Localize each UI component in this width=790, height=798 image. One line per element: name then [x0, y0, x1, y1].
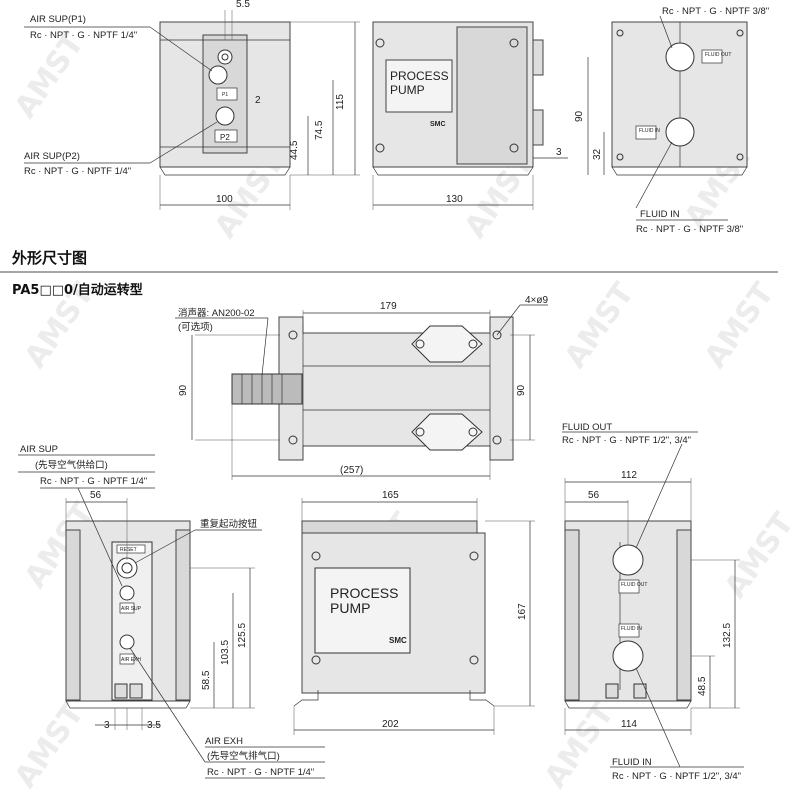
- fluid-in-label: FLUID IN: [640, 209, 680, 220]
- top-front-view: P1 P2 100 5.5 2 115 74.5 44.5: [159, 0, 360, 210]
- dim-112: 112: [621, 470, 637, 481]
- dim-2: 2: [255, 95, 261, 106]
- reset-tag: RESET: [120, 547, 137, 553]
- dim-115: 115: [335, 94, 346, 110]
- dim-56-right: 56: [588, 490, 600, 501]
- dim-132-5: 132.5: [722, 623, 733, 648]
- air-sup-p2-spec: Rc · NPT · G · NPTF 1/4": [24, 166, 131, 177]
- bottom-side-view: PROCESS PUMP SMC 165 167 202: [293, 490, 535, 735]
- air-sup-p2-label: AIR SUP(P2): [24, 151, 80, 162]
- air-sup-label: AIR SUP: [20, 444, 58, 455]
- model-subtitle: PA5□□0/自动运转型: [12, 282, 143, 298]
- dim-100: 100: [216, 194, 233, 205]
- right-fluid-in-spec: Rc · NPT · G · NPTF 1/2", 3/4": [612, 771, 741, 782]
- dim-3: 3: [556, 147, 562, 158]
- dim-202: 202: [382, 719, 399, 730]
- silencer-option: (可选项): [178, 321, 213, 333]
- right-fluid-in-label: FLUID IN: [612, 757, 652, 768]
- dim-3-5: 3.5: [147, 720, 161, 731]
- air-sup-callout: AIR SUP (先导空气供给口) Rc · NPT · G · NPTF 1/…: [18, 444, 155, 587]
- dim-58-5: 58.5: [201, 670, 212, 690]
- dim-holes: 4×ø9: [525, 295, 549, 306]
- section-title: 外形尺寸图: [11, 249, 87, 267]
- port-p2-label: P2: [220, 133, 230, 142]
- silencer-label: 消声器: AN200-02: [178, 307, 255, 319]
- watermark-text: AMST: [558, 276, 642, 374]
- reset-button-callout: 重复起动按钮: [134, 518, 262, 564]
- dim-3: 3: [104, 720, 110, 731]
- dim-32: 32: [592, 148, 603, 160]
- watermark-text: AMST: [718, 506, 790, 604]
- side-process-line1: PROCESS: [330, 585, 398, 601]
- watermark-text: AMST: [8, 696, 92, 794]
- side-smc-logo: SMC: [389, 636, 407, 645]
- dim-56: 56: [90, 490, 102, 501]
- fluid-out-spec: Rc · NPT · G · NPTF 3/8": [662, 6, 769, 17]
- fluid-in-tag: FLUID IN: [639, 128, 660, 134]
- air-exh-label: AIR EXH: [205, 736, 243, 747]
- process-pump-line2: PUMP: [390, 83, 425, 97]
- dim-179: 179: [380, 301, 397, 312]
- air-sup-tag: AIR SUP: [121, 606, 142, 612]
- watermark-text: AMST: [538, 696, 622, 794]
- air-exh-tag: AIR EXH: [121, 657, 141, 663]
- top-rear-view: FLUID OUT FLUID IN 90 32 Rc · NPT · G · …: [574, 6, 769, 235]
- right-fluid-out-label: FLUID OUT: [562, 422, 612, 433]
- dim-90-right: 90: [516, 384, 527, 396]
- dim-114: 114: [621, 719, 637, 730]
- right-fluid-out-spec: Rc · NPT · G · NPTF 1/2", 3/4": [562, 435, 691, 446]
- side-process-line2: PUMP: [330, 600, 370, 616]
- port-p1-label: P1: [222, 92, 228, 98]
- reset-button-label: 重复起动按钮: [200, 518, 258, 530]
- right-fluid-out-callout: FLUID OUT Rc · NPT · G · NPTF 1/2", 3/4": [562, 422, 698, 549]
- air-sup-spec: Rc · NPT · G · NPTF 1/4": [40, 476, 147, 487]
- dim-90: 90: [574, 110, 585, 122]
- air-exh-cn: (先导空气排气口): [207, 750, 280, 762]
- dim-44-5: 44.5: [289, 140, 300, 160]
- air-sup-p1-callout: AIR SUP(P1) Rc · NPT · G · NPTF 1/4": [24, 14, 213, 72]
- dim-103-5: 103.5: [220, 640, 231, 665]
- dim-165: 165: [382, 490, 399, 501]
- top-side-view: PROCESS PUMP SMC 130 3: [372, 21, 568, 210]
- air-sup-p1-label: AIR SUP(P1): [30, 14, 86, 25]
- air-exh-spec: Rc · NPT · G · NPTF 1/4": [207, 767, 314, 778]
- dim-167: 167: [517, 603, 528, 620]
- dim-130: 130: [446, 194, 463, 205]
- bottom-rear-view: FLUID OUT FLUID IN 112 56 132.5 48.5 114: [564, 470, 740, 735]
- air-sup-cn: (先导空气供给口): [35, 459, 108, 471]
- watermark-text: AMST: [698, 276, 782, 374]
- bottom-front-view: RESET AIR SUP AIR EXH 56 125.5 103.5 58.…: [65, 490, 255, 731]
- dim-125-5: 125.5: [237, 623, 248, 648]
- dim-48-5: 48.5: [697, 676, 708, 696]
- smc-logo: SMC: [430, 121, 446, 128]
- air-sup-p2-callout: AIR SUP(P2) Rc · NPT · G · NPTF 1/4": [24, 121, 218, 177]
- section-header: 外形尺寸图 PA5□□0/自动运转型: [0, 249, 778, 298]
- fluid-out-tag: FLUID OUT: [705, 52, 731, 58]
- air-exh-callout: AIR EXH (先导空气排气口) Rc · NPT · G · NPTF 1/…: [129, 647, 325, 779]
- dim-5-5: 5.5: [236, 0, 250, 10]
- right-fluid-in-tag: FLUID IN: [621, 626, 642, 632]
- dim-257: (257): [340, 465, 363, 476]
- fluid-in-spec: Rc · NPT · G · NPTF 3/8": [636, 224, 743, 235]
- right-fluid-out-tag: FLUID OUT: [621, 582, 647, 588]
- plan-view: 179 4×ø9 90 90 (257) 消声器: AN200-02 (可选项): [175, 295, 549, 480]
- dim-90-left: 90: [178, 384, 189, 396]
- process-pump-line1: PROCESS: [390, 69, 449, 83]
- dim-74-5: 74.5: [314, 120, 325, 140]
- right-fluid-in-callout: FLUID IN Rc · NPT · G · NPTF 1/2", 3/4": [610, 667, 744, 782]
- air-sup-p1-spec: Rc · NPT · G · NPTF 1/4": [30, 30, 137, 41]
